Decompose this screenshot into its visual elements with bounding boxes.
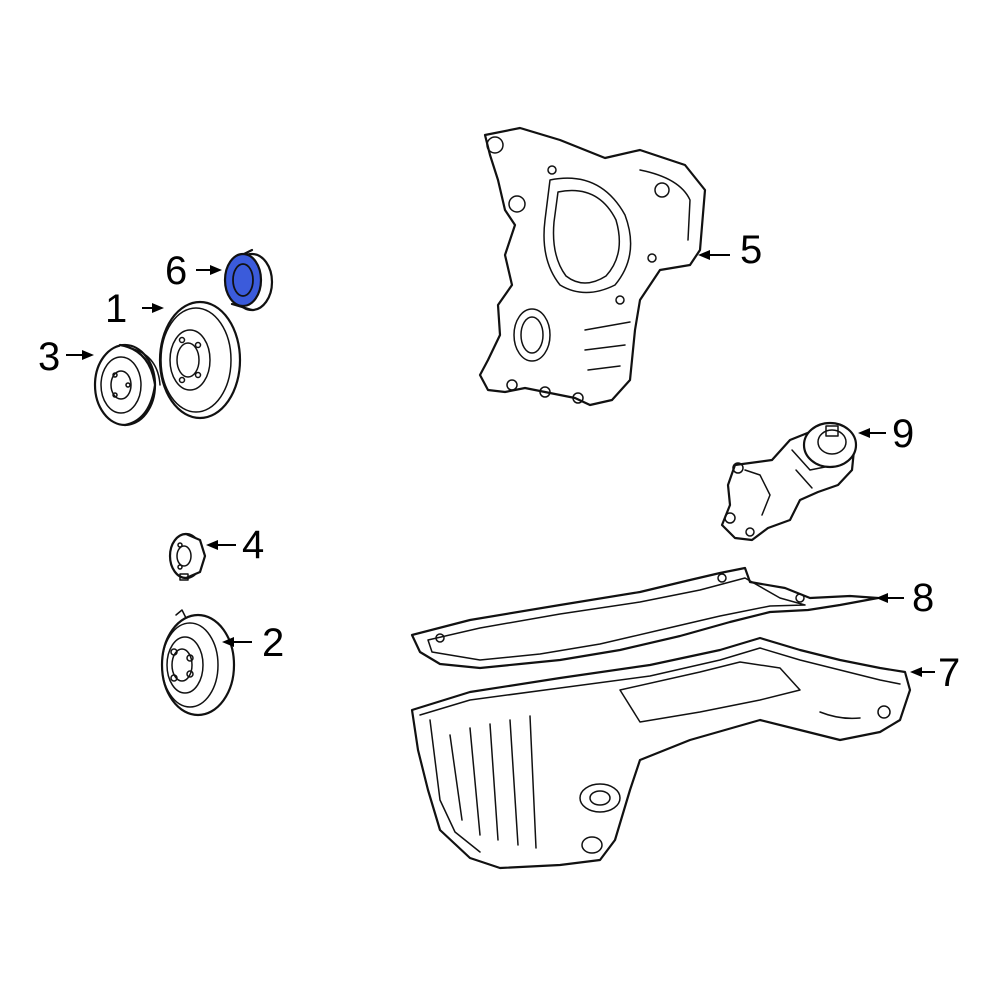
callout-7: 7 [938,651,960,695]
crankshaft-pulley[interactable] [158,300,242,420]
timing-cover[interactable] [478,126,707,407]
pulley[interactable] [93,343,161,427]
callout-6: 6 [165,249,187,293]
oil-filter-housing[interactable] [720,421,858,542]
callout-8: 8 [912,576,934,620]
callout-3: 3 [38,335,60,379]
callout-1: 1 [105,287,127,331]
vibration-damper[interactable] [160,609,236,717]
callout-9: 9 [892,412,914,456]
callout-5: 5 [740,228,762,272]
hub[interactable] [168,532,207,581]
callout-4: 4 [242,523,264,567]
oil-pan-gasket[interactable] [410,566,880,670]
crankshaft-seal[interactable] [223,248,274,312]
callout-2: 2 [262,621,284,665]
oil-pan[interactable] [410,636,912,870]
